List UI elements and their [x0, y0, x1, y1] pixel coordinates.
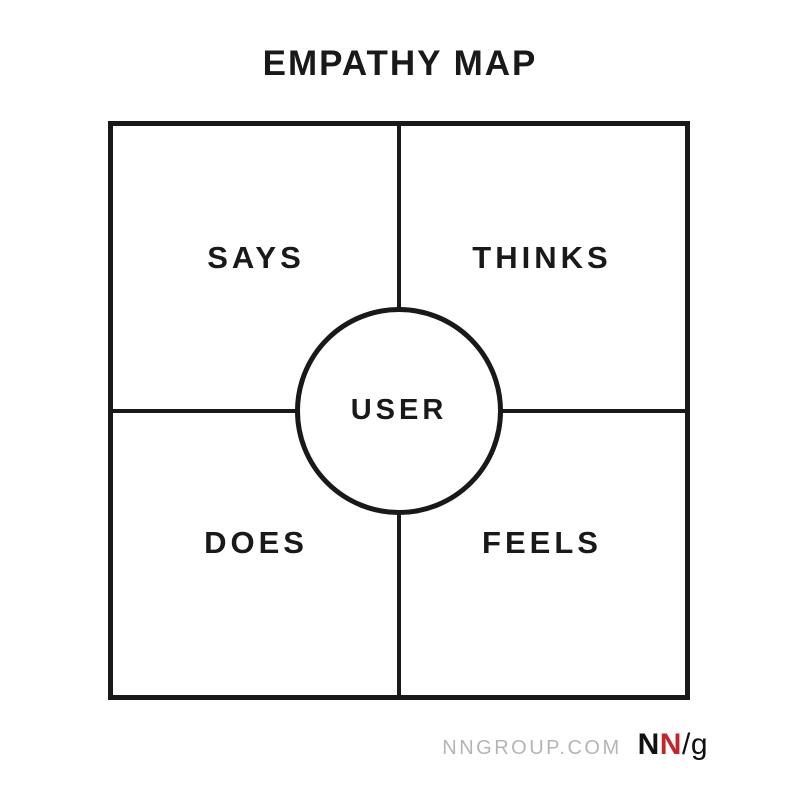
quadrant-says-label: SAYS: [207, 240, 305, 276]
website-text: NNGROUP.COM: [442, 737, 622, 759]
nng-logo-slash: /: [681, 728, 691, 761]
footer: NNGROUP.COM NN/g: [442, 728, 708, 762]
user-label: USER: [350, 394, 448, 426]
page-title: EMPATHY MAP: [262, 44, 538, 83]
quadrant-says: SAYS: [113, 126, 399, 411]
empathy-map-grid: SAYS THINKS DOES FEELS USER: [108, 121, 690, 700]
quadrant-feels-label: FEELS: [482, 524, 602, 560]
nng-logo: NN/g: [638, 728, 708, 762]
quadrant-feels: FEELS: [399, 411, 685, 696]
quadrant-does: DOES: [113, 411, 399, 696]
user-center-circle: USER: [295, 306, 503, 515]
nng-logo-g: g: [690, 728, 708, 761]
nng-logo-n2: N: [659, 728, 682, 761]
nng-logo-n1: N: [637, 728, 660, 761]
quadrant-thinks-label: THINKS: [472, 240, 612, 276]
quadrant-thinks: THINKS: [399, 126, 685, 411]
quadrant-does-label: DOES: [204, 524, 308, 560]
